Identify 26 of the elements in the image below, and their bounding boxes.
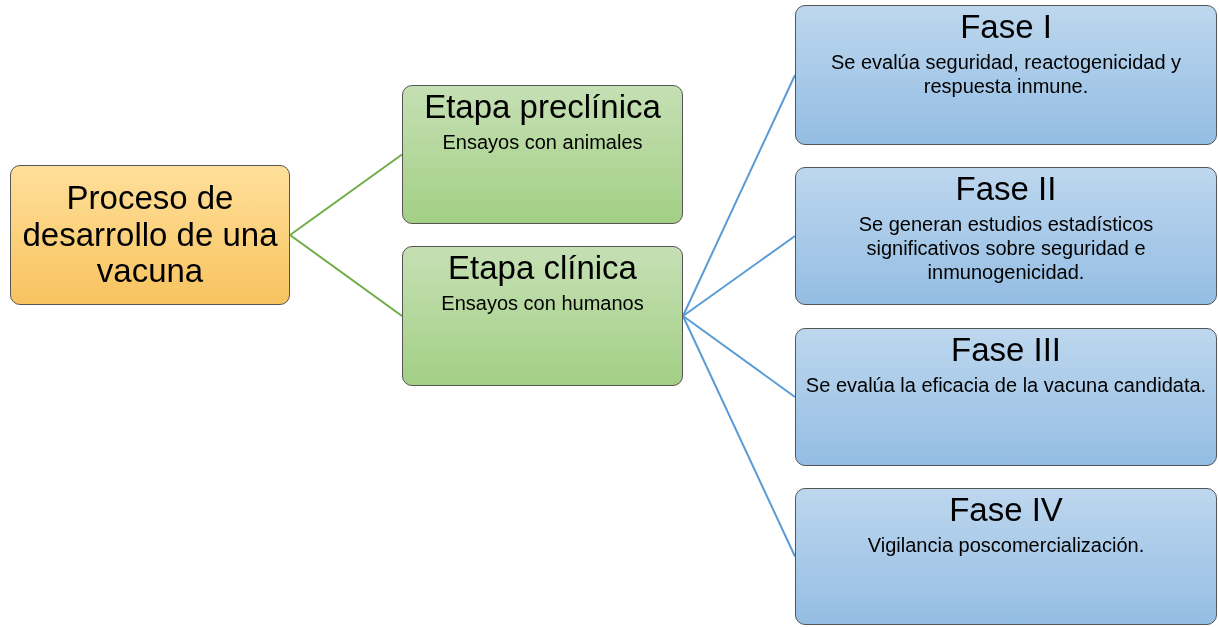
node-title: Fase I xyxy=(960,8,1052,46)
node-description: Se generan estudios estadísticos significativos sobre seguridad e inmunogenicidad. xyxy=(857,211,1155,284)
node-title: Etapa clínica xyxy=(448,249,637,287)
connector-line xyxy=(682,315,796,558)
node-title: Fase II xyxy=(955,170,1057,208)
stage-box xyxy=(402,85,683,224)
node-title: Fase IV xyxy=(949,491,1063,529)
node-description: Se evalúa la eficacia de la vacuna candidata. xyxy=(805,372,1207,397)
phase-box xyxy=(795,167,1217,305)
phase-box xyxy=(795,5,1217,145)
node-title: Proceso de desarrollo de una vacuna xyxy=(21,179,279,291)
stage-box xyxy=(402,246,683,386)
connector-line xyxy=(289,234,403,317)
phase-box xyxy=(795,328,1217,466)
phase-box xyxy=(795,488,1217,625)
node-title: Etapa preclínica xyxy=(424,88,661,126)
root-box xyxy=(10,165,290,305)
connector-line xyxy=(682,315,796,398)
node-description: Ensayos con humanos xyxy=(441,290,644,315)
connector-line xyxy=(682,235,796,317)
connector-line xyxy=(289,153,403,236)
node-description: Ensayos con animales xyxy=(442,129,643,154)
connector-line xyxy=(682,74,796,317)
node-description: Se evalúa seguridad, reactogenicidad y respuesta inmune. xyxy=(829,49,1183,98)
node-description: Vigilancia poscomercialización. xyxy=(867,532,1145,557)
node-title: Fase III xyxy=(950,331,1061,369)
